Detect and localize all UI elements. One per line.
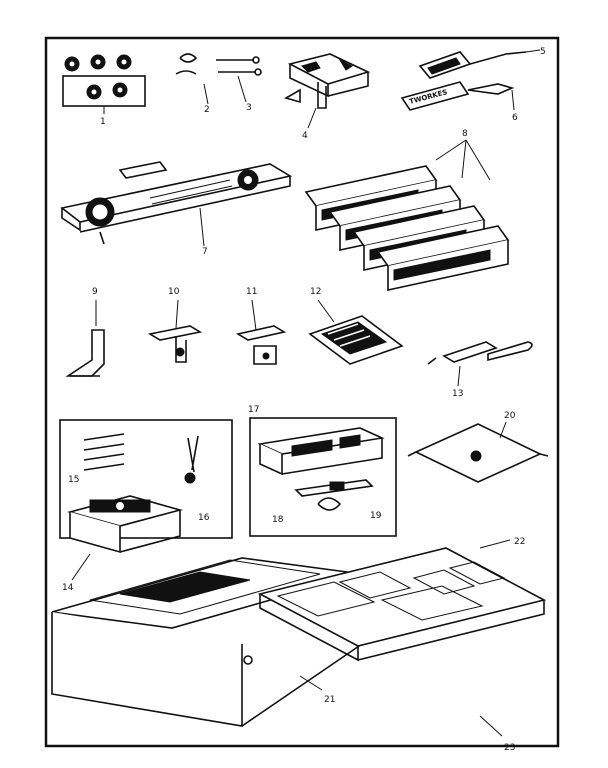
part-5-6-screwdrivers [400,49,541,111]
callout-20: 20 [504,411,516,421]
callout-13: 13 [452,389,463,399]
box-17-19 [249,417,397,537]
callout-7: 7 [202,247,208,257]
callout-23: 23 [504,743,515,753]
callout-16: 16 [198,513,210,523]
part-21-case [51,557,363,727]
callout-4: 4 [302,131,308,141]
callout-22: 22 [514,537,525,547]
callout-21: 21 [324,695,335,705]
callout-6: 6 [512,113,518,123]
part-7-bed-extension [60,161,293,247]
callout-1: 1 [100,117,106,127]
box-14-16 [59,419,233,554]
callout-3: 3 [246,103,252,113]
part-1-bobbins [62,54,146,114]
callout-18: 18 [272,515,284,525]
callout-labels: 1 2 3 4 5 6 7 8 9 10 11 12 13 14 15 16 1… [62,47,546,753]
callout-8: 8 [462,129,468,139]
diagram-border [44,36,560,748]
callout-12: 12 [310,287,321,297]
part-9-presser-foot [65,300,105,377]
part-10-foot [147,299,203,363]
callout-14: 14 [62,583,74,593]
callout-5: 5 [540,47,546,57]
part-13-seam-ripper [427,341,533,387]
part-11-foot [235,299,287,365]
part-2-3-needles [175,53,262,105]
callout-9: 9 [92,287,98,297]
part-8-cams [304,139,510,291]
part-20-plate [407,421,549,483]
callout-15: 15 [68,475,79,485]
callout-17: 17 [248,405,259,415]
part-12-buttonhole-plate [308,299,404,365]
callout-19: 19 [370,511,382,521]
part-4-presser-unit [283,53,371,129]
leader-lines [71,539,511,737]
callout-10: 10 [168,287,180,297]
part-22-tray [257,547,547,662]
callout-11: 11 [246,287,257,297]
callout-2: 2 [204,105,210,115]
